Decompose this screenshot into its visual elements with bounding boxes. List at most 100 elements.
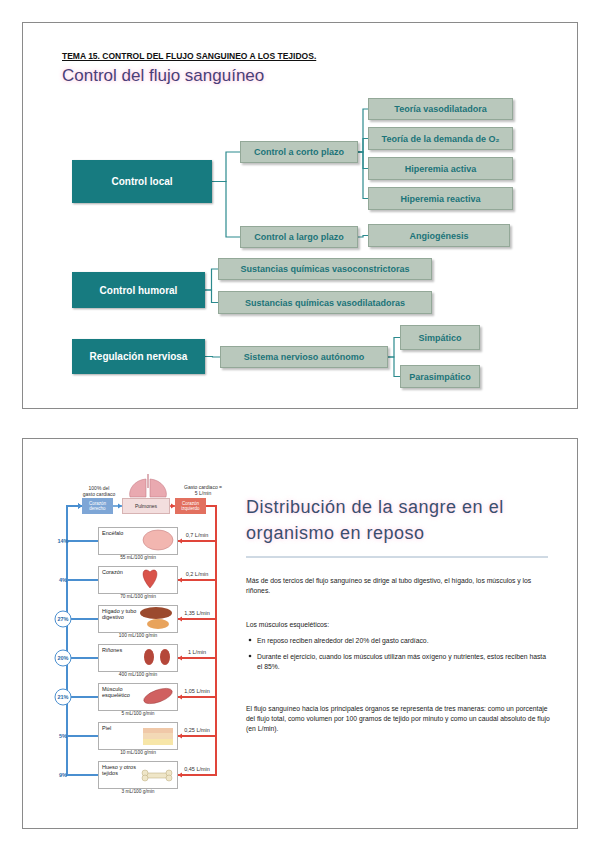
topic-box: Teoría de la demanda de O₂ [368, 127, 513, 150]
organ-box: Hueso y otros tejidos3 mL/100 g/min [98, 761, 178, 789]
node-text: Control a largo plazo [254, 232, 344, 242]
connector-line [67, 506, 98, 697]
connector-line [358, 236, 368, 238]
node-text: Sustancias químicas vasoconstrictoras [240, 264, 409, 274]
lung-box: Pulmones [122, 498, 170, 514]
percent-label: 20% [57, 655, 68, 661]
text-label: El flujo sanguíneo hacia los principales… [246, 704, 551, 734]
node-text: Corazón [102, 569, 142, 575]
connector-line [388, 338, 400, 358]
connector-line [212, 152, 240, 182]
topic-box: Hiperemia activa [368, 157, 513, 180]
connector [388, 338, 400, 358]
organ-box: Encéfalo55 mL/100 g/min [98, 527, 178, 555]
organ-box: Riñones400 mL/100 g/min [98, 644, 178, 672]
connector [67, 504, 98, 775]
connector-line [205, 356, 220, 358]
connector [205, 269, 218, 290]
node-text: Control a corto plazo [254, 147, 344, 157]
connector [358, 109, 368, 152]
connector-line [67, 506, 98, 736]
flow-label: 0,2 L/min [186, 571, 209, 577]
connector [388, 357, 400, 377]
text-label: Durante el ejercicio, cuando los músculo… [257, 652, 552, 672]
topic-box: Angiogénesis [368, 224, 510, 247]
topic-box: Hiperemia reactiva [368, 187, 513, 210]
connector-line [67, 506, 98, 619]
connector-line [178, 506, 216, 775]
node-text: Simpático [418, 333, 461, 343]
organ-box: Piel10 mL/100 g/min [98, 722, 178, 750]
connector-line [358, 139, 368, 153]
node-text: Músculo esquelético [102, 686, 142, 698]
percent-circle [55, 650, 71, 666]
text-label: Más de dos tercios del flujo sanguíneo s… [246, 576, 551, 596]
category-box: Control local [72, 160, 212, 203]
flow-label: 1 L/min [188, 649, 206, 655]
node-text: Control local [111, 176, 172, 187]
node-text: Corazón derecho [82, 501, 113, 511]
text-label: 100% del gasto cardiaco [82, 485, 116, 497]
slide-frame [23, 439, 578, 829]
connector-line [358, 152, 368, 199]
connector [67, 504, 98, 736]
text-label: Gasto cardiaco = 5 L/min [184, 484, 222, 496]
flow-label: 1,35 L/min [184, 610, 210, 616]
flow-rate: 3 mL/100 g/min [99, 789, 177, 794]
arrow-head [178, 773, 182, 778]
organ-box: Músculo esquelético5 mL/100 g/min [98, 683, 178, 711]
connector-line [205, 290, 218, 303]
node-text: Sustancias químicas vasodilatadoras [245, 298, 405, 308]
node-text: Piel [102, 725, 142, 731]
topic-box: Control a largo plazo [240, 226, 358, 248]
title-rule [246, 557, 548, 558]
text-label: Distribución de la sangre en el organism… [246, 494, 561, 546]
node-text: Teoría de la demanda de O₂ [382, 134, 500, 144]
category-box: Control humoral [72, 272, 205, 308]
topic-box: Simpático [400, 325, 480, 350]
connector [212, 152, 240, 182]
connector [67, 504, 98, 697]
connector-line [67, 506, 98, 658]
text-label: Control del flujo sanguíneo [62, 66, 264, 86]
flow-label: 1,05 L/min [184, 688, 210, 694]
connector [205, 356, 220, 358]
flow-rate: 5 mL/100 g/min [99, 711, 177, 716]
node-text: Pulmones [135, 503, 157, 509]
connector [178, 506, 216, 777]
node-text: Corazón izquierdo [175, 501, 206, 511]
topic-box: Parasimpático [400, 365, 480, 388]
connector-line [358, 109, 368, 152]
slide-heading: TEMA 15. CONTROL DEL FLUJO SANGUINEO A L… [62, 51, 316, 61]
node-text: Parasimpático [409, 372, 471, 382]
organ-box: Hígado y tubo digestivo100 mL/100 g/min [98, 605, 178, 633]
connector [178, 506, 216, 699]
node-text: Hiperemia reactiva [400, 194, 480, 204]
connector-line [67, 506, 98, 775]
connector [178, 506, 216, 621]
connector-line [205, 269, 218, 290]
node-text: Riñones [102, 647, 142, 653]
flow-label: 0,45 L/min [184, 766, 210, 772]
connector [67, 504, 98, 658]
connector [358, 152, 368, 199]
connector [358, 139, 368, 153]
connector [113, 504, 122, 509]
flow-rate: 100 mL/100 g/min [99, 633, 177, 638]
bullet [249, 655, 252, 658]
heart-box: Corazón izquierdo [175, 498, 206, 514]
connector [67, 504, 98, 580]
flow-rate: 400 mL/100 g/min [99, 672, 177, 677]
connector [178, 506, 216, 738]
node-text: Regulación nerviosa [90, 351, 188, 362]
connector [67, 504, 98, 619]
connector-line [178, 506, 216, 697]
flow-rate: 55 mL/100 g/min [99, 555, 177, 560]
arrow-head [178, 539, 182, 544]
text-label: En reposo reciben alrededor del 20% del … [257, 636, 552, 646]
slide-frame [23, 23, 578, 409]
percent-label: 27% [57, 616, 68, 622]
heart-box: Corazón derecho [82, 498, 113, 514]
node-text: Teoría vasodilatadora [394, 104, 486, 114]
